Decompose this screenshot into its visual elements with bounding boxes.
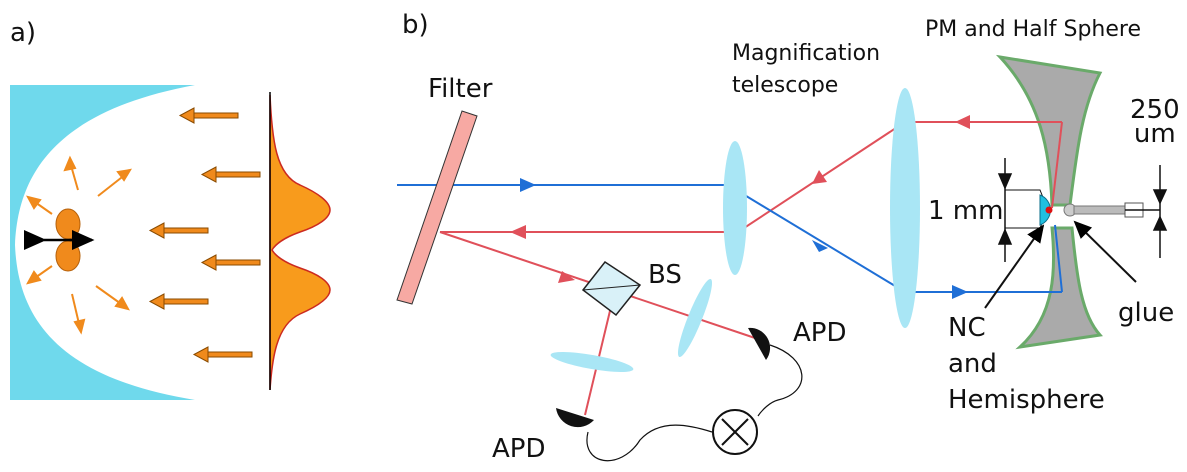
nc-hemisphere-label: NC and Hemisphere — [948, 313, 1105, 415]
size-250um-label: 250 um — [1130, 95, 1180, 149]
dimension-250um — [1125, 165, 1168, 258]
apd-lens-right — [677, 278, 713, 358]
panel-b-label: b) — [402, 10, 429, 40]
beam-splitter — [581, 260, 642, 317]
telescope-lens-large — [890, 88, 920, 328]
nanocrystal — [1045, 206, 1053, 214]
apd-lens-left — [550, 351, 634, 373]
pm-mirror-bottom — [1015, 226, 1103, 350]
emission-rays — [26, 155, 132, 335]
glue-label: glue — [1118, 298, 1175, 328]
blue-beam — [397, 184, 1063, 293]
apd-right-label: APD — [793, 318, 847, 348]
blue-beam-arrows — [520, 178, 968, 299]
glue-pointer — [1073, 220, 1137, 283]
dipole-emitter — [24, 208, 95, 272]
correlator — [712, 409, 758, 455]
filter-label: Filter — [428, 74, 493, 104]
collimated-arrow — [200, 166, 261, 183]
bs-label: BS — [648, 260, 682, 290]
intensity-profile — [269, 92, 331, 391]
panel-b — [396, 54, 1168, 462]
apd-detector-left — [556, 408, 594, 428]
apd-cable-right — [757, 344, 803, 417]
nc-assembly — [1004, 189, 1144, 229]
filter-plate — [396, 110, 478, 305]
dimension-1mm — [997, 158, 1013, 262]
collimated-arrow — [148, 222, 209, 239]
panel-a-label: a) — [10, 18, 37, 48]
apd-cable-left — [586, 424, 713, 462]
size-1mm-label: 1 mm — [928, 196, 1004, 226]
telescope-lens-small — [723, 141, 747, 275]
pm-mirror-top — [995, 54, 1103, 207]
panel-a — [10, 85, 331, 400]
red-beam-arrows — [510, 115, 970, 283]
collimated-arrows — [148, 107, 261, 363]
collimated-arrow — [148, 293, 209, 310]
collimated-arrow — [192, 346, 253, 363]
telescope-label: Magnification telescope — [732, 41, 881, 98]
collimated-arrow — [200, 254, 261, 271]
pm-half-sphere-label: PM and Half Sphere — [925, 17, 1142, 42]
collimated-arrow — [178, 107, 239, 124]
apd-left-label: APD — [492, 434, 546, 464]
nc-pointer — [984, 224, 1045, 309]
parabolic-mirror — [10, 85, 195, 400]
apd-detector-right — [748, 327, 771, 360]
